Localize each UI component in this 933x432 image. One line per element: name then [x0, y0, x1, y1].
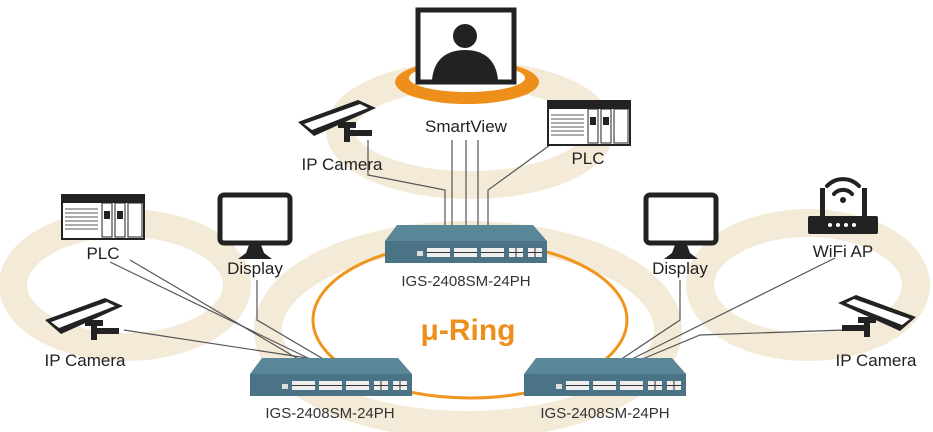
display-right-label: Display: [652, 259, 708, 278]
switch-top-icon: [384, 224, 548, 264]
switch-top-label: IGS-2408SM-24PH: [401, 273, 530, 290]
switch-right-icon: [523, 357, 687, 397]
ring-title: μ-Ring: [421, 314, 516, 347]
wifi-ap-icon: [808, 177, 878, 234]
camera-right-label: IP Camera: [836, 351, 917, 370]
smartview-label: SmartView: [425, 117, 508, 136]
smartview-icon: [395, 7, 539, 104]
display-left-label: Display: [227, 259, 283, 278]
switch-left-icon: [249, 357, 413, 397]
plc-icon: [61, 194, 145, 240]
camera-top-label: IP Camera: [302, 155, 383, 174]
plc-icon: [547, 100, 631, 146]
camera-left-label: IP Camera: [45, 351, 126, 370]
switch-left-label: IGS-2408SM-24PH: [265, 405, 394, 422]
connection-lines: [109, 140, 846, 361]
switch-right-label: IGS-2408SM-24PH: [540, 405, 669, 422]
wifi-ap-label: WiFi AP: [813, 242, 873, 261]
plc-top-label: PLC: [571, 149, 604, 168]
plc-left-label: PLC: [86, 244, 119, 263]
